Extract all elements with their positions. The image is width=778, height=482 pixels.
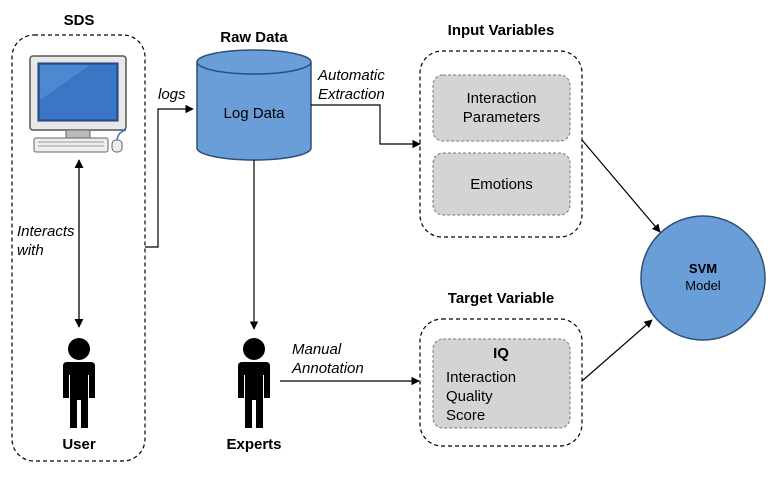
emotions-label: Emotions xyxy=(470,176,533,193)
sds-container xyxy=(11,34,146,462)
svm-title: SVM xyxy=(688,261,718,276)
experts-label: Experts xyxy=(226,436,282,453)
automatic-extraction-arrow xyxy=(311,104,421,149)
target-to-svm-arrow xyxy=(581,319,653,382)
sds-title: SDS xyxy=(63,12,95,29)
iq-box xyxy=(432,338,571,429)
target-variable-title: Target Variable xyxy=(447,290,555,307)
log-data-label: Log Data xyxy=(223,105,285,122)
manual-annotation-label: Manual Annotation xyxy=(292,341,364,377)
experts-person-icon xyxy=(238,338,270,428)
logs-label: logs xyxy=(158,86,186,103)
user-person-icon xyxy=(63,338,95,428)
input-variables-title: Input Variables xyxy=(447,22,555,39)
interacts-with-label: Interacts with xyxy=(17,223,75,259)
svm-subtitle: Model xyxy=(685,278,721,293)
interaction-parameters-label: Interaction Parameters xyxy=(462,90,541,126)
raw-data-title: Raw Data xyxy=(220,29,288,46)
logs-arrow xyxy=(145,104,194,248)
emotions-box xyxy=(432,152,571,216)
automatic-extraction-label: Automatic Extraction xyxy=(318,67,385,103)
iq-description: Interaction Quality Score xyxy=(446,369,517,424)
input-variables-container xyxy=(419,50,583,238)
interaction-parameters-box xyxy=(432,74,571,142)
input-to-svm-arrow xyxy=(581,139,661,233)
user-label: User xyxy=(62,436,96,453)
log-data-cylinder xyxy=(196,49,312,161)
target-variable-container xyxy=(419,318,583,447)
iq-heading: IQ xyxy=(493,345,509,362)
computer-icon xyxy=(29,55,127,153)
svm-model-circle xyxy=(640,215,766,341)
